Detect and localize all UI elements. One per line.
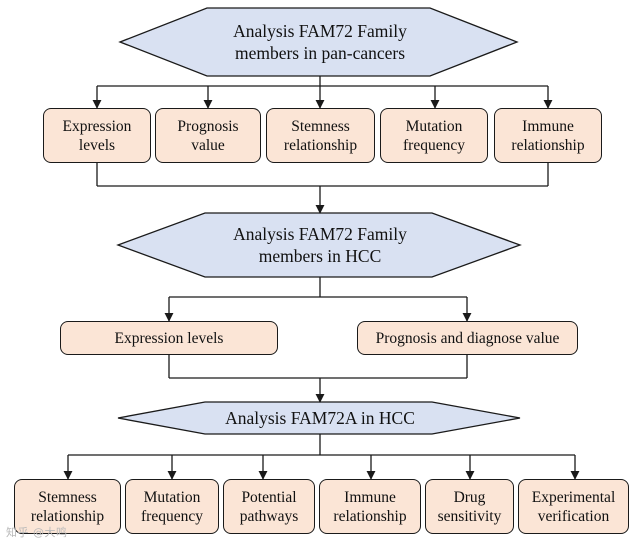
box-hcc-expression-levels: Expression levels (60, 321, 278, 355)
level1-title: Analysis FAM72 Family members in pan-can… (150, 10, 490, 74)
watermark: 知乎 @大鸣 (6, 526, 68, 539)
box-label: Immune relationship (333, 488, 407, 525)
level3-title-text: Analysis FAM72A in HCC (225, 408, 415, 428)
box-a-potential-pathways: Potential pathways (223, 479, 315, 534)
box-label: Prognosis value (177, 117, 239, 154)
box-label: Expression levels (114, 329, 224, 347)
box-prognosis-diagnose-value: Prognosis and diagnose value (357, 321, 578, 355)
level1-title-text: Analysis FAM72 Family members in pan-can… (233, 21, 407, 63)
box-expression-levels: Expression levels (43, 108, 151, 163)
box-stemness-relationship: Stemness relationship (266, 108, 375, 163)
box-label: Potential pathways (239, 488, 299, 525)
box-prognosis-value: Prognosis value (155, 108, 261, 163)
level3-title: Analysis FAM72A in HCC (150, 403, 490, 433)
level2-title-text: Analysis FAM72 Family members in HCC (233, 224, 407, 266)
box-a-mutation-frequency: Mutation frequency (125, 479, 219, 534)
box-a-drug-sensitivity: Drug sensitivity (425, 479, 514, 534)
box-label: Mutation frequency (141, 488, 203, 525)
box-a-experimental-verification: Experimental verification (518, 479, 629, 534)
level2-title: Analysis FAM72 Family members in HCC (150, 215, 490, 275)
box-mutation-frequency: Mutation frequency (380, 108, 488, 163)
box-label: Stemness relationship (30, 488, 105, 525)
box-a-immune-relationship: Immune relationship (319, 479, 421, 534)
box-immune-relationship: Immune relationship (494, 108, 602, 163)
box-label: Stemness relationship (283, 117, 358, 154)
box-label: Drug sensitivity (437, 488, 502, 525)
box-label: Experimental verification (531, 488, 616, 525)
hexagon-pan-cancers (118, 7, 519, 77)
hexagon-hcc-family (116, 212, 522, 278)
box-label: Expression levels (62, 117, 132, 154)
box-label: Immune relationship (511, 117, 585, 154)
hexagon-fam72a-hcc (117, 401, 521, 435)
box-a-stemness-relationship: Stemness relationship (14, 479, 121, 534)
box-label: Prognosis and diagnose value (375, 329, 560, 347)
box-label: Mutation frequency (403, 117, 465, 154)
